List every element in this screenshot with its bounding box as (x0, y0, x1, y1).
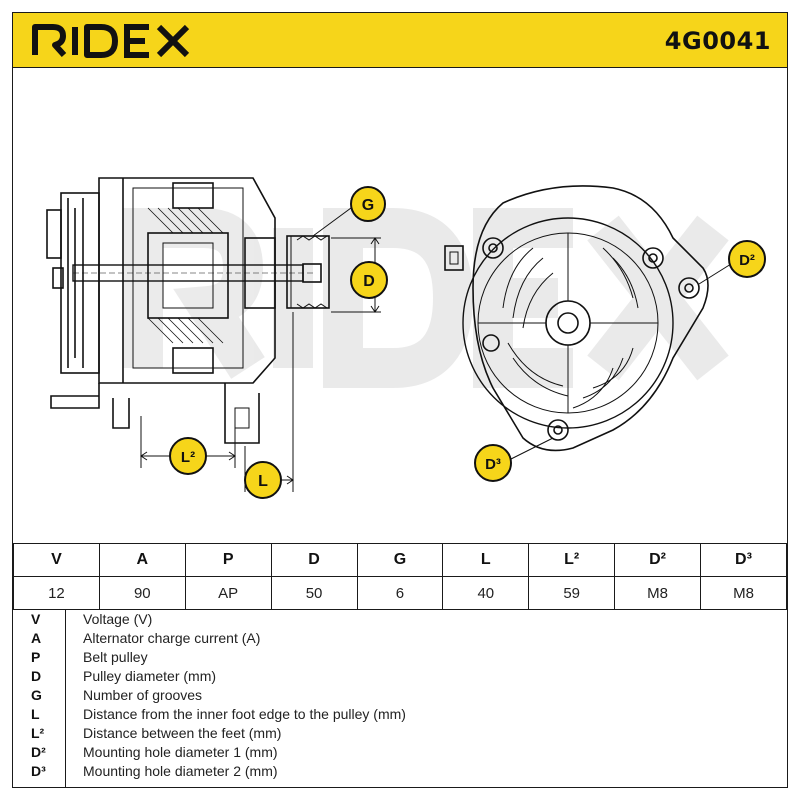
spec-header-l: L (442, 543, 530, 577)
legend-item: D² Mounting hole diameter 1 (mm) (13, 744, 787, 762)
legend-item: V Voltage (V) (13, 611, 787, 629)
legend-desc: Belt pulley (83, 649, 148, 665)
side-view (46, 177, 330, 444)
spec-value-p: AP (184, 576, 272, 610)
legend-item: L² Distance between the feet (mm) (13, 725, 787, 743)
callout-g-label: G (362, 197, 374, 214)
front-view (444, 185, 709, 452)
spec-header-row: V A P D G L L² D² D³ (13, 543, 787, 577)
spec-value-a: 90 (98, 576, 186, 610)
ridex-logo (32, 24, 190, 58)
callout-d2-label: D² (739, 252, 755, 269)
callout-d3-label: D³ (485, 456, 501, 473)
technical-drawing: G D L² L D² D³ (46, 177, 766, 499)
spec-header-p: P (184, 543, 272, 577)
legend-item: D Pulley diameter (mm) (13, 668, 787, 686)
spec-value-l2: 59 (528, 576, 616, 610)
spec-value-d2: M8 (614, 576, 701, 610)
legend-key: L² (31, 725, 45, 741)
callout-l: L (244, 461, 282, 499)
legend-desc: Alternator charge current (A) (83, 630, 261, 646)
legend-item: D³ Mounting hole diameter 2 (mm) (13, 763, 787, 781)
legend-divider (65, 609, 66, 788)
callout-g: G (350, 186, 386, 222)
callout-d-label: D (363, 273, 375, 290)
legend-key: L (31, 706, 40, 722)
spec-header-g: G (356, 543, 444, 577)
legend-item: A Alternator charge current (A) (13, 630, 787, 648)
callout-d: D (350, 261, 388, 299)
spec-header-l2: L² (528, 543, 616, 577)
legend-desc: Mounting hole diameter 2 (mm) (83, 763, 278, 779)
spec-value-row: 12 90 AP 50 6 40 59 M8 M8 (13, 576, 787, 610)
header-bar: 4G0041 (13, 13, 787, 68)
spec-header-d3: D³ (700, 543, 787, 577)
callout-l2: L² (169, 437, 207, 475)
spec-value-d3: M8 (700, 576, 787, 610)
legend-key: D (31, 668, 42, 684)
legend-item: P Belt pulley (13, 649, 787, 667)
legend-key: D³ (31, 763, 46, 779)
spec-header-a: A (98, 543, 186, 577)
legend-desc: Distance from the inner foot edge to the… (83, 706, 406, 722)
legend-key: G (31, 687, 42, 703)
dimension-lines-front (508, 263, 732, 461)
spec-header-d: D (270, 543, 358, 577)
spec-value-g: 6 (356, 576, 444, 610)
part-number: 4G0041 (664, 27, 771, 55)
spec-header-d2: D² (614, 543, 701, 577)
legend-key: D² (31, 744, 46, 760)
legend-desc: Mounting hole diameter 1 (mm) (83, 744, 278, 760)
legend-key: A (31, 630, 42, 646)
legend-desc: Distance between the feet (mm) (83, 725, 282, 741)
spec-value-d: 50 (270, 576, 358, 610)
spec-header-v: V (13, 543, 100, 577)
legend-key: V (31, 611, 41, 627)
callout-d3: D³ (474, 444, 512, 482)
legend-item: L Distance from the inner foot edge to t… (13, 706, 787, 724)
callout-d2: D² (728, 240, 766, 278)
spec-value-v: 12 (13, 576, 100, 610)
spec-value-l: 40 (442, 576, 530, 610)
legend-desc: Number of grooves (83, 687, 203, 703)
legend: V Voltage (V) A Alternator charge curren… (13, 609, 787, 788)
spec-table: V A P D G L L² D² D³ 12 90 AP 50 6 40 59… (13, 543, 787, 610)
callout-l-label: L (258, 473, 268, 490)
callout-l2-label: L² (181, 449, 195, 466)
legend-desc: Pulley diameter (mm) (83, 668, 217, 684)
legend-desc: Voltage (V) (83, 611, 153, 627)
legend-key: P (31, 649, 41, 665)
legend-item: G Number of grooves (13, 687, 787, 705)
datasheet-frame: 4G0041 (12, 12, 788, 788)
